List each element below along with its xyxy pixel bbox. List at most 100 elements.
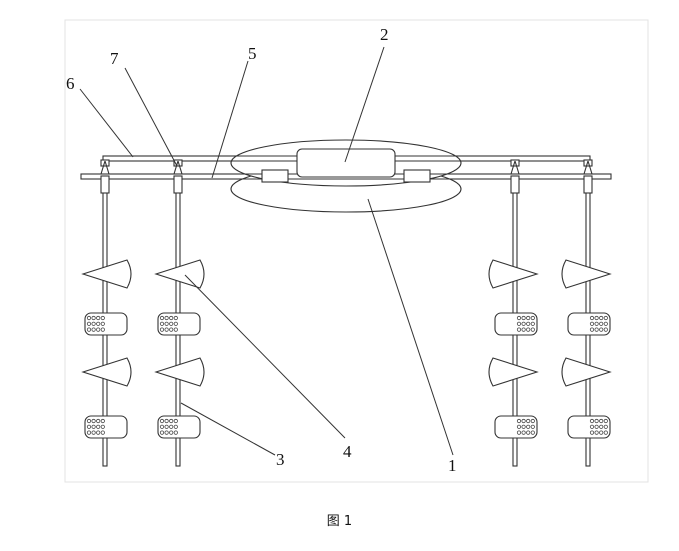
label-3: 3 <box>276 450 285 469</box>
nozzle-hole <box>594 418 599 424</box>
spray-head <box>488 259 539 289</box>
nozzle-hole <box>526 424 531 429</box>
nozzle-hole <box>516 430 522 435</box>
nozzle-hole <box>173 327 178 332</box>
nozzle-hole <box>169 327 174 332</box>
nozzle-hole <box>594 424 599 429</box>
nozzle-hole <box>603 321 608 326</box>
nozzle-hole <box>599 315 604 321</box>
nozzle-hole <box>521 418 526 424</box>
nozzle-hole <box>521 321 526 326</box>
nozzle-hole <box>521 424 526 429</box>
nozzle-hole <box>86 430 92 435</box>
nozzle-hole <box>521 430 526 435</box>
rod-bracket <box>583 175 593 194</box>
nozzle-hole <box>86 327 92 332</box>
spray-head <box>561 357 612 387</box>
nozzle-pad <box>84 415 128 439</box>
nozzle-pad <box>157 415 201 439</box>
label-1: 1 <box>448 456 457 475</box>
nozzle-hole <box>86 418 92 424</box>
nozzle-hole <box>599 321 604 326</box>
rod-bracket <box>100 175 110 194</box>
nozzle-hole <box>173 418 178 424</box>
nozzle-hole <box>526 430 531 435</box>
nozzle-hole <box>96 327 101 332</box>
nozzle-hole <box>599 418 604 424</box>
nozzle-hole <box>100 327 105 332</box>
leader-6 <box>79 88 134 158</box>
nozzle-hole <box>169 424 174 429</box>
nozzle-hole <box>603 315 608 321</box>
nozzle-hole <box>599 430 604 435</box>
label-2: 2 <box>380 25 389 44</box>
nozzle-hole <box>96 424 101 429</box>
nozzle-pad <box>157 312 201 336</box>
nozzle-hole <box>594 327 599 332</box>
nozzle-hole <box>96 315 101 321</box>
nozzle-hole <box>594 430 599 435</box>
nozzle-hole <box>603 424 608 429</box>
nozzle-hole <box>530 327 535 332</box>
nozzle-hole <box>516 321 522 326</box>
nozzle-pad <box>494 415 538 439</box>
nozzle-hole <box>159 327 165 332</box>
figure-caption: 图 1 <box>326 514 353 529</box>
nozzle-hole <box>521 327 526 332</box>
hub-motor-right <box>403 169 431 183</box>
nozzle-hole <box>159 418 165 424</box>
nozzle-hole <box>526 327 531 332</box>
nozzle-hole <box>159 315 165 321</box>
spray-head <box>561 259 612 289</box>
nozzle-hole <box>589 424 595 429</box>
nozzle-hole <box>516 424 522 429</box>
leader-3 <box>180 402 276 456</box>
nozzle-pad <box>84 312 128 336</box>
nozzle-hole <box>521 315 526 321</box>
nozzle-hole <box>164 321 169 326</box>
nozzle-hole <box>159 424 165 429</box>
rod-upper-clamp <box>510 159 520 167</box>
nozzle-hole <box>526 418 531 424</box>
nozzle-hole <box>530 315 535 321</box>
nozzle-hole <box>96 321 101 326</box>
leader-7 <box>124 67 178 167</box>
rod-upper-clamp <box>100 159 110 167</box>
nozzle-hole <box>96 418 101 424</box>
spray-head <box>81 357 132 387</box>
nozzle-hole <box>594 321 599 326</box>
nozzle-hole <box>589 327 595 332</box>
rod-assemblies <box>81 159 612 467</box>
label-7: 7 <box>110 49 119 68</box>
nozzle-hole <box>603 430 608 435</box>
nozzle-hole <box>169 321 174 326</box>
nozzle-hole <box>173 315 178 321</box>
nozzle-hole <box>589 315 595 321</box>
nozzle-hole <box>91 321 96 326</box>
nozzle-hole <box>594 315 599 321</box>
nozzle-hole <box>91 424 96 429</box>
nozzle-hole <box>159 430 165 435</box>
nozzle-hole <box>164 430 169 435</box>
nozzle-hole <box>173 321 178 326</box>
spray-head <box>154 357 205 387</box>
nozzle-hole <box>91 327 96 332</box>
leader-4 <box>184 274 346 439</box>
nozzle-hole <box>169 315 174 321</box>
nozzle-hole <box>603 327 608 332</box>
nozzle-hole <box>516 327 522 332</box>
nozzle-hole <box>173 424 178 429</box>
label-6: 6 <box>66 74 75 93</box>
nozzle-hole <box>516 418 522 424</box>
label-4: 4 <box>343 442 352 461</box>
nozzle-hole <box>603 418 608 424</box>
spray-head <box>488 357 539 387</box>
label-5: 5 <box>248 44 257 63</box>
nozzle-hole <box>91 418 96 424</box>
nozzle-hole <box>100 315 105 321</box>
nozzle-hole <box>164 424 169 429</box>
rod-upper-clamp <box>583 159 593 167</box>
nozzle-hole <box>86 321 92 326</box>
nozzle-hole <box>159 321 165 326</box>
